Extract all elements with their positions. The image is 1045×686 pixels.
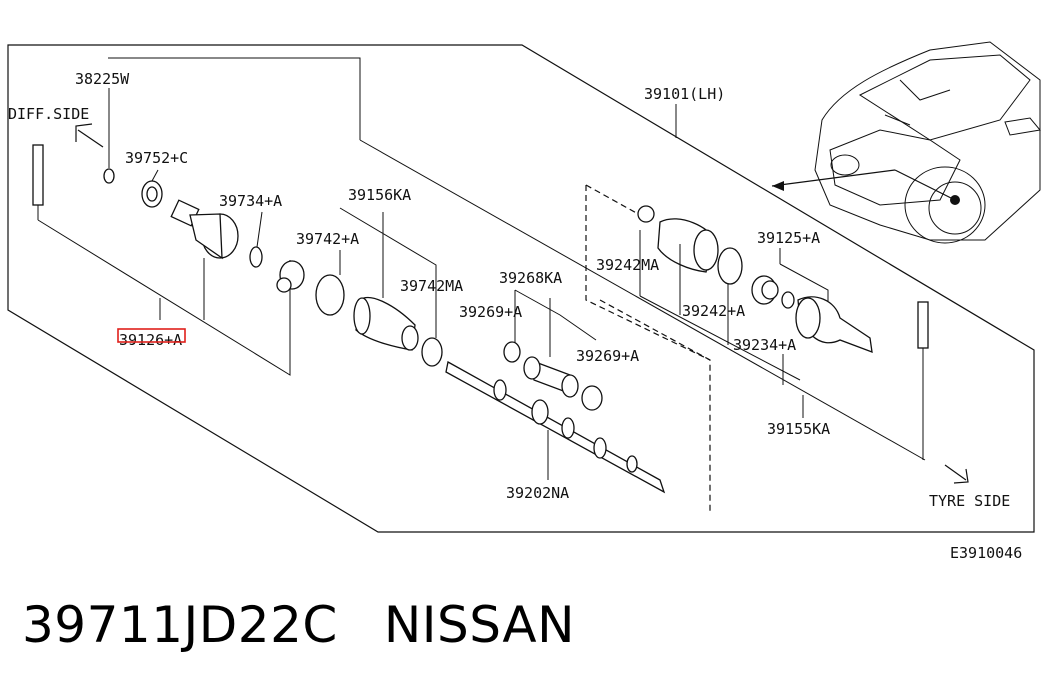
tyre-side-stud xyxy=(917,301,929,460)
label-39734a: 39734+A xyxy=(219,192,282,210)
label-39242a: 39242+A xyxy=(682,302,745,320)
label-39125a: 39125+A xyxy=(757,229,820,247)
caption-part-number: 39711JD22C xyxy=(22,596,338,654)
diff-side-arrow-icon xyxy=(75,123,104,148)
part-39202na-shaft xyxy=(445,360,666,494)
part-39268ka-damper xyxy=(514,289,597,398)
part-tripod-joint xyxy=(276,260,305,293)
label-38225w: 38225W xyxy=(75,70,130,88)
leader-39101-diagonal xyxy=(359,139,926,461)
label-39742ma: 39742MA xyxy=(400,277,463,295)
boot-kit-outline-right-top xyxy=(585,184,641,216)
boot-kit-outline-center xyxy=(599,299,711,512)
label-39155ka: 39155KA xyxy=(767,420,830,438)
vehicle-pointer-arrow xyxy=(771,169,896,187)
label-39234a: 39234+A xyxy=(733,336,796,354)
part-39155ka-outer-joint xyxy=(782,296,873,418)
label-39202na: 39202NA xyxy=(506,484,569,502)
part-caption: 39711JD22C NISSAN xyxy=(22,596,575,654)
part-39752c-seal xyxy=(141,169,163,208)
label-39269a-right: 39269+A xyxy=(576,347,639,365)
part-39742a-band xyxy=(315,207,437,338)
part-39242-boot-kit xyxy=(637,205,801,381)
label-39742a: 39742+A xyxy=(296,230,359,248)
part-39742ma-band xyxy=(421,337,443,367)
label-39156ka: 39156KA xyxy=(348,186,411,204)
tyre-side-arrow-icon xyxy=(944,464,969,484)
part-39234a-bearing xyxy=(751,248,829,309)
caption-brand: NISSAN xyxy=(383,596,576,654)
leader-39101 xyxy=(108,57,361,140)
part-39734a-circlip xyxy=(249,211,263,268)
label-39752c: 39752+C xyxy=(125,149,188,167)
drive-shaft-exploded-diagram: 38225W DIFF.SIDE 39752+C 39734+A 39126+A… xyxy=(7,41,1041,562)
label-39269a-left: 39269+A xyxy=(459,303,522,321)
boot-kit-outline-right xyxy=(585,185,711,361)
highlight-39126a xyxy=(117,328,186,343)
label-tyre-side: TYRE SIDE xyxy=(929,492,1010,510)
part-38225w-snap-ring xyxy=(103,88,115,184)
label-39126a: 39126+A xyxy=(119,331,182,349)
part-39269a-bands xyxy=(503,341,603,411)
part-39126a-housing xyxy=(159,199,239,320)
assembly-frame xyxy=(7,44,1035,533)
part-39156ka-boot xyxy=(353,212,419,351)
figure-code: E3910046 xyxy=(950,544,1022,562)
label-39101lh: 39101(LH) xyxy=(644,85,725,103)
label-39268ka: 39268KA xyxy=(499,269,562,287)
vehicle-illustration xyxy=(771,41,1041,244)
label-diff-side: DIFF.SIDE xyxy=(8,105,89,123)
label-39242ma: 39242MA xyxy=(596,256,659,274)
diff-side-stud xyxy=(32,144,291,376)
